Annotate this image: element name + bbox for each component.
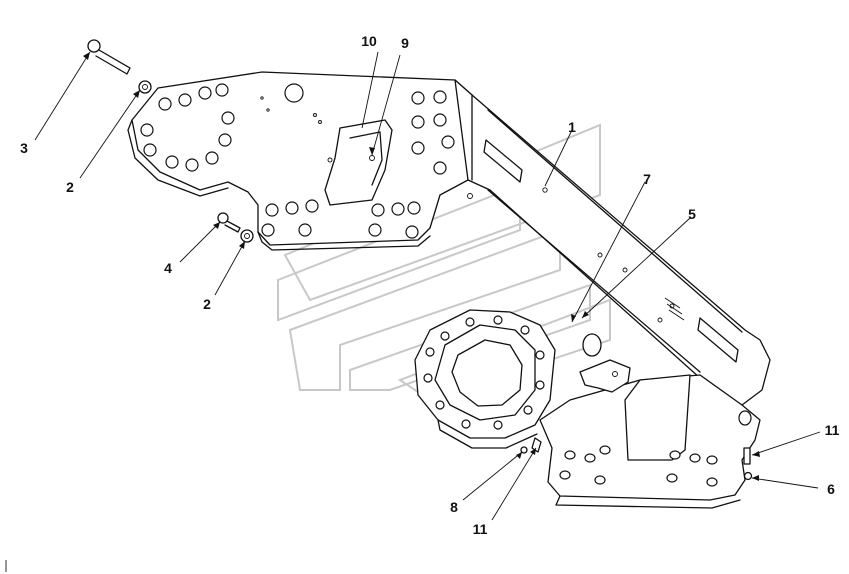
callout-11-bottom: 11 [473, 521, 488, 537]
pin-part-11-bottom [531, 437, 542, 453]
frame-assembly [127, 71, 771, 509]
pin-part-11-right [743, 447, 751, 465]
callout-3: 3 [20, 140, 28, 156]
callout-2-bottom: 2 [203, 296, 211, 312]
nut-part-6 [743, 471, 753, 481]
upper-plate-holes [140, 83, 455, 239]
callout-6: 6 [827, 481, 835, 497]
long-beam [454, 79, 771, 406]
callout-4: 4 [164, 260, 172, 276]
callout-7: 7 [643, 171, 651, 187]
callout-9: 9 [401, 35, 409, 51]
callout-1: 1 [568, 119, 576, 135]
bracket-part-7 [579, 359, 631, 393]
washer-part-2-top [138, 80, 152, 94]
callout-11-right: 11 [825, 422, 840, 438]
plate-cutout [324, 119, 393, 206]
callout-2-top: 2 [66, 179, 74, 195]
ring-mount [414, 309, 556, 449]
callout-10: 10 [361, 33, 377, 49]
pin-part-8 [520, 446, 528, 454]
leader-lines [34, 51, 821, 521]
washer-part-2-bottom [240, 229, 254, 243]
bolt-part-3 [87, 39, 131, 75]
bolt-part-4 [217, 212, 241, 233]
callouts: 1 2 2 3 4 5 6 7 8 9 10 11 11 [20, 33, 840, 537]
callout-8: 8 [450, 499, 458, 515]
callout-5: 5 [688, 206, 696, 222]
